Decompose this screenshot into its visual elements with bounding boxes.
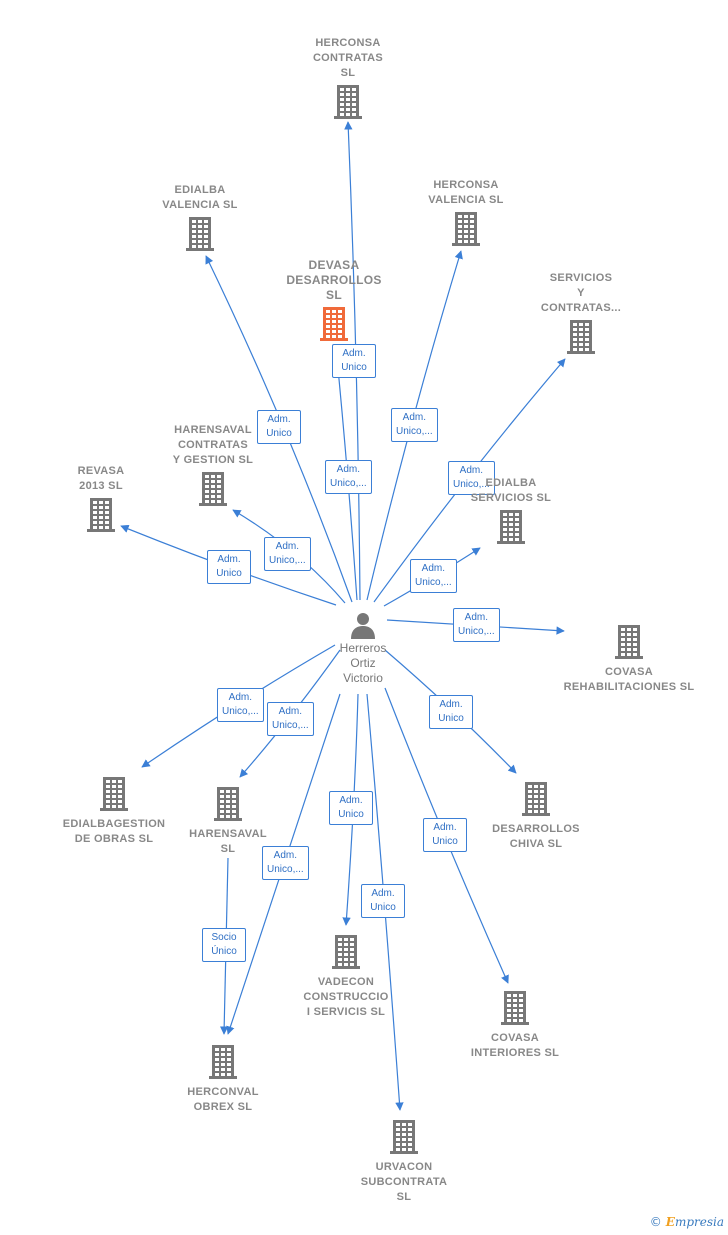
company-node-harensaval-contratas[interactable]: HARENSAVAL CONTRATAS Y GESTION SL <box>138 423 288 506</box>
company-node-covasa-interiores[interactable]: COVASA INTERIORES SL <box>440 991 590 1061</box>
building-icon <box>497 510 525 544</box>
building-icon <box>334 85 362 119</box>
edge-label-herconsa-valencia[interactable]: Adm. Unico,... <box>391 408 438 442</box>
person-icon <box>351 613 375 639</box>
company-node-edialba-valencia[interactable]: EDIALBA VALENCIA SL <box>125 183 275 251</box>
edge-label-herconval[interactable]: Socio Único <box>202 928 246 962</box>
edge-label-herconval[interactable]: Adm. Unico,... <box>262 846 309 880</box>
company-node-servicios-contratas[interactable]: SERVICIOS Y CONTRATAS... <box>506 271 656 354</box>
edge-label-urvacon[interactable]: Adm. Unico <box>361 884 405 918</box>
building-icon <box>214 787 242 821</box>
company-name: HARENSAVAL CONTRATAS Y GESTION SL <box>172 424 254 466</box>
company-node-vadecon[interactable]: VADECON CONSTRUCCIO I SERVICIS SL <box>271 935 421 1020</box>
company-node-devasa[interactable]: DEVASA DESARROLLOS SL <box>259 258 409 341</box>
building-icon <box>186 217 214 251</box>
company-node-herconsa-contratas[interactable]: HERCONSA CONTRATAS SL <box>273 36 423 119</box>
company-name: COVASA REHABILITACIONES SL <box>563 666 695 693</box>
company-name: HARENSAVAL SL <box>189 828 267 855</box>
building-icon <box>209 1045 237 1079</box>
company-name: HERCONSA VALENCIA SL <box>428 179 504 206</box>
edge-label-harensaval[interactable]: Adm. Unico,... <box>267 702 314 736</box>
building-icon <box>522 782 550 816</box>
company-node-edialba-servicios[interactable]: EDIALBA SERVICIOS SL <box>436 476 586 544</box>
empresia-watermark: ©Empresia <box>650 1215 724 1229</box>
company-node-herconsa-valencia[interactable]: HERCONSA VALENCIA SL <box>391 178 541 246</box>
building-icon <box>100 777 128 811</box>
company-name: URVACON SUBCONTRATA SL <box>360 1161 448 1203</box>
company-name: REVASA 2013 SL <box>77 465 125 492</box>
company-node-covasa-rehab[interactable]: COVASA REHABILITACIONES SL <box>554 625 704 695</box>
edge-label-herconsa-contratas[interactable]: Adm. Unico <box>332 344 376 378</box>
company-name: EDIALBA SERVICIOS SL <box>470 477 552 504</box>
edge-label-covasa-interiores[interactable]: Adm. Unico <box>423 818 467 852</box>
company-name: DEVASA DESARROLLOS SL <box>286 258 382 302</box>
building-icon <box>332 935 360 969</box>
building-icon <box>87 498 115 532</box>
building-icon <box>452 212 480 246</box>
brand-initial: E <box>665 1215 675 1229</box>
edge-label-harensaval-contratas[interactable]: Adm. Unico,... <box>264 537 311 571</box>
edge-label-edialba-servicios[interactable]: Adm. Unico,... <box>410 559 457 593</box>
edge-label-desarrollos-chiva[interactable]: Adm. Unico <box>429 695 473 729</box>
edge-label-covasa-rehab[interactable]: Adm. Unico,... <box>453 608 500 642</box>
company-node-harensaval[interactable]: HARENSAVAL SL <box>153 787 303 857</box>
building-icon <box>199 472 227 506</box>
person-name: Herreros Ortiz Victorio <box>339 641 387 685</box>
company-name: DESARROLLOS CHIVA SL <box>492 823 580 850</box>
edge-label-vadecon[interactable]: Adm. Unico <box>329 791 373 825</box>
company-name: SERVICIOS Y CONTRATAS... <box>540 272 622 314</box>
building-icon <box>320 307 348 341</box>
building-icon <box>501 991 529 1025</box>
copyright-symbol: © <box>649 1215 662 1229</box>
company-name: EDIALBA VALENCIA SL <box>162 184 238 211</box>
company-node-herconval[interactable]: HERCONVAL OBREX SL <box>148 1045 298 1115</box>
building-icon <box>567 320 595 354</box>
building-icon <box>615 625 643 659</box>
company-node-revasa[interactable]: REVASA 2013 SL <box>26 464 176 532</box>
person-node[interactable]: Herreros Ortiz Victorio <box>303 611 423 686</box>
company-node-desarrollos-chiva[interactable]: DESARROLLOS CHIVA SL <box>461 782 611 852</box>
company-name: EDIALBAGESTION DE OBRAS SL <box>62 818 166 845</box>
edge-label-revasa[interactable]: Adm. Unico <box>207 550 251 584</box>
edge-label-edialba-valencia[interactable]: Adm. Unico <box>257 410 301 444</box>
brand-name: mpresia <box>674 1215 724 1229</box>
edge-label-servicios-contratas[interactable]: Adm. Unico,... <box>448 461 495 495</box>
company-name: COVASA INTERIORES SL <box>470 1032 560 1059</box>
edge-label-devasa[interactable]: Adm. Unico,... <box>325 460 372 494</box>
edge-label-edialbagestion[interactable]: Adm. Unico,... <box>217 688 264 722</box>
company-name: HERCONVAL OBREX SL <box>187 1086 259 1113</box>
company-name: VADECON CONSTRUCCIO I SERVICIS SL <box>303 976 389 1018</box>
building-icon <box>390 1120 418 1154</box>
company-node-urvacon[interactable]: URVACON SUBCONTRATA SL <box>329 1120 479 1205</box>
company-name: HERCONSA CONTRATAS SL <box>312 37 384 79</box>
company-node-edialbagestion[interactable]: EDIALBAGESTION DE OBRAS SL <box>39 777 189 847</box>
